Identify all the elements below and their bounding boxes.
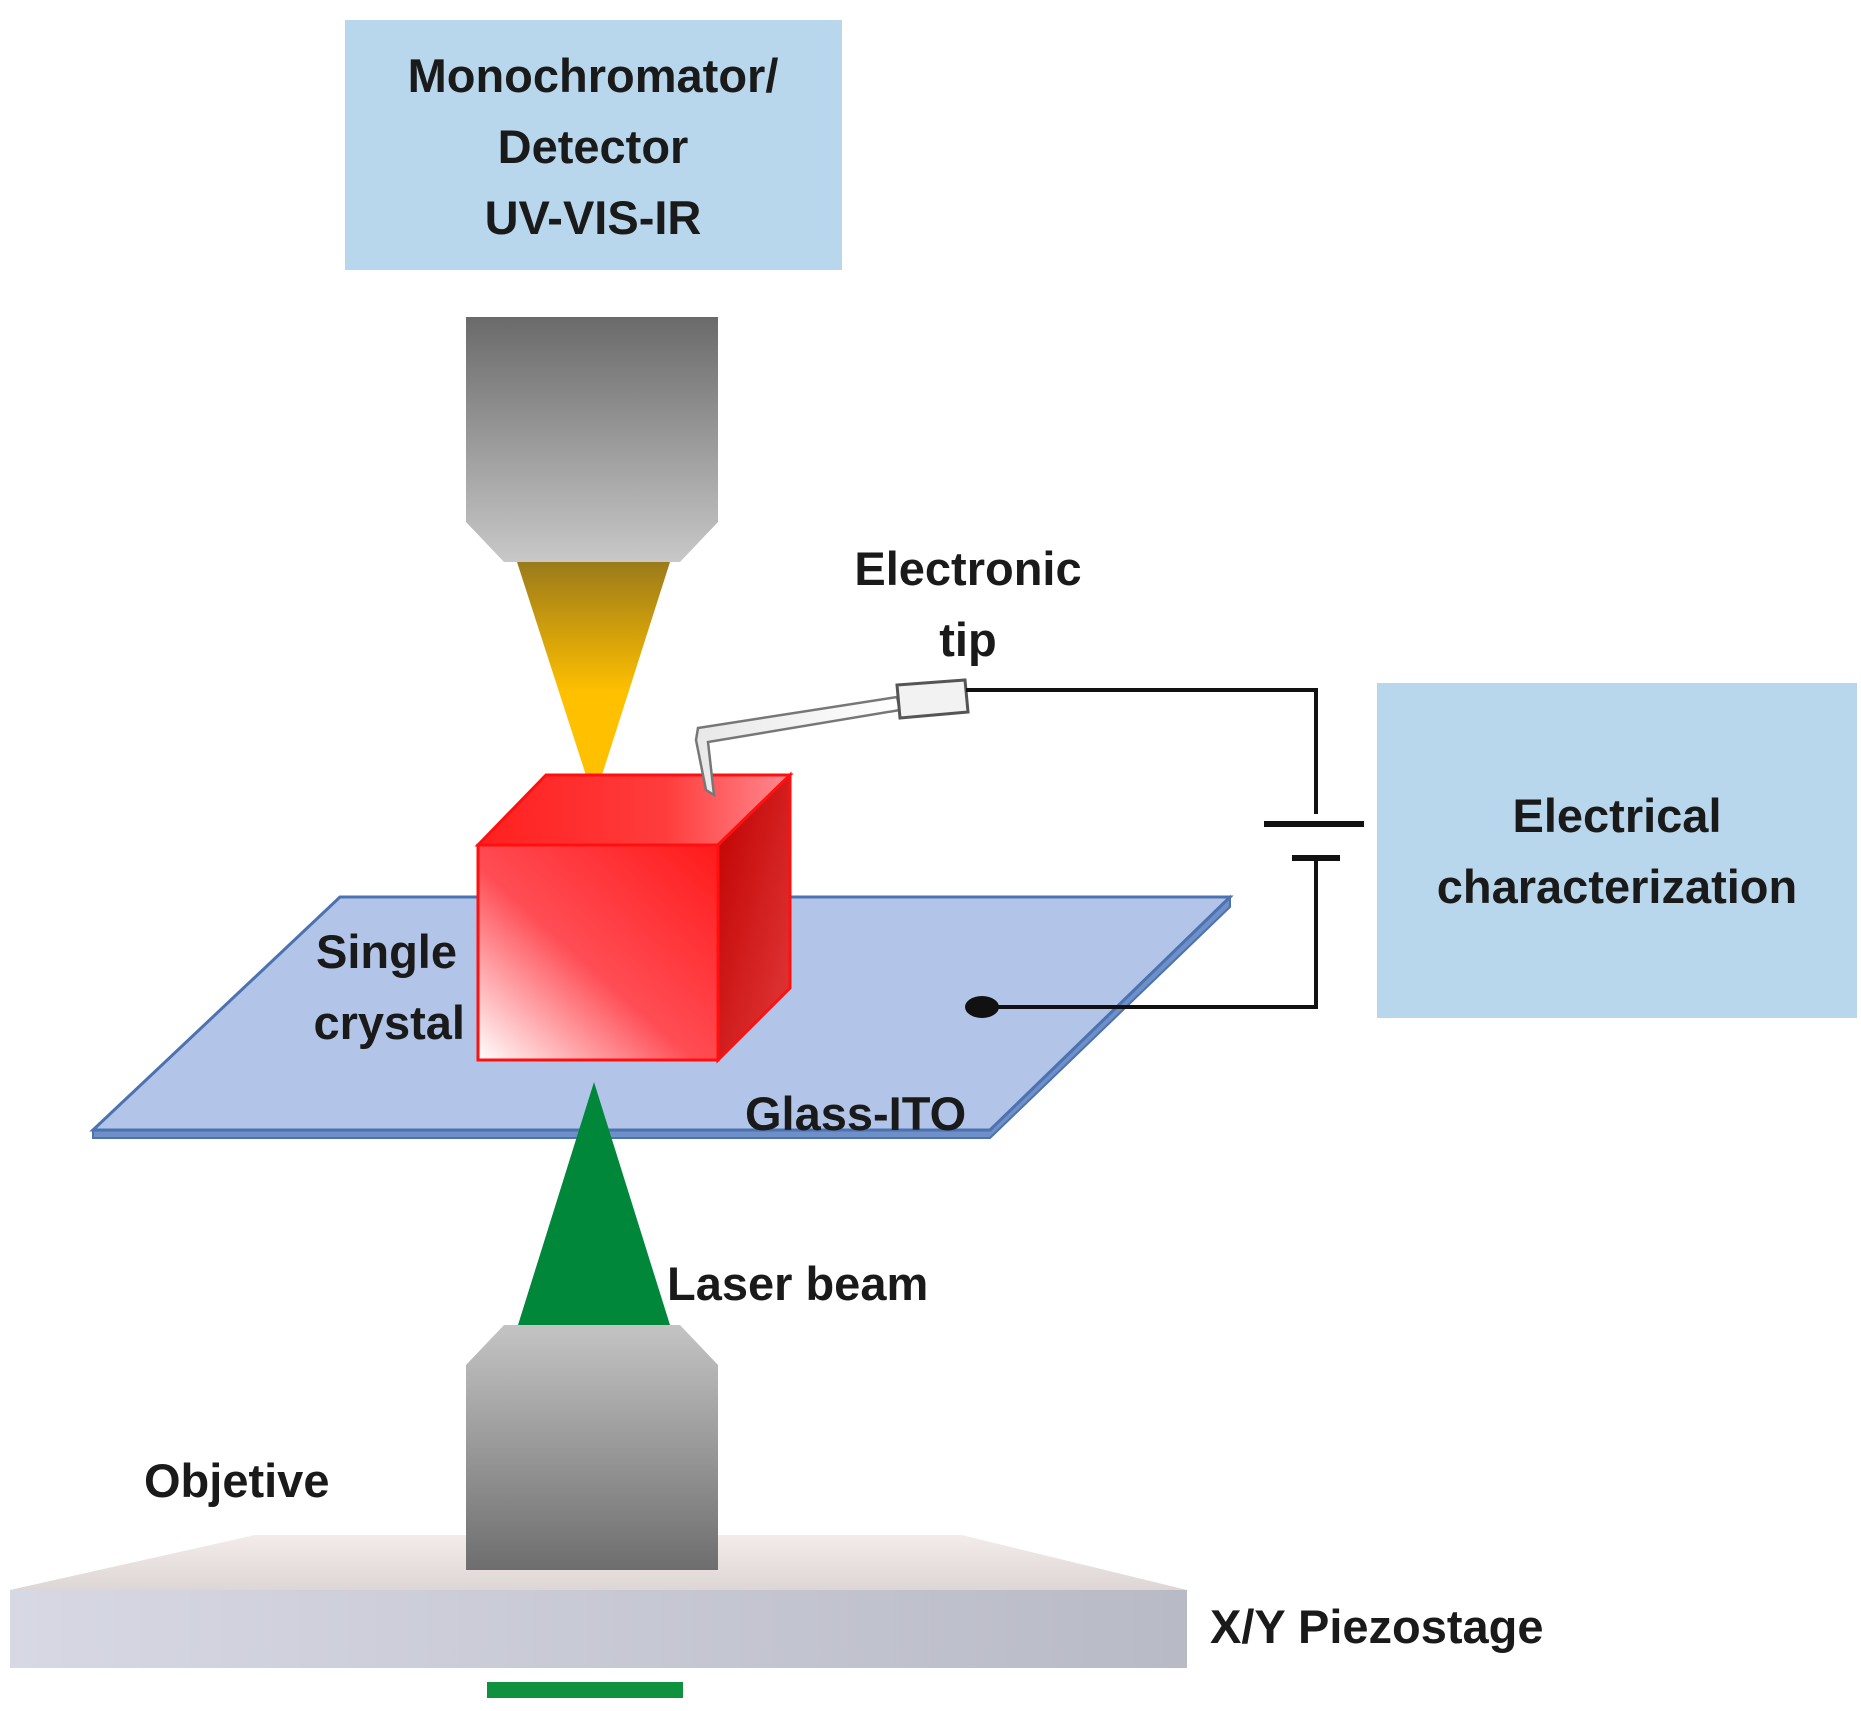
single-crystal-label-line1: Single	[316, 925, 457, 978]
laser-marker-bar	[487, 1682, 683, 1698]
electrical-characterization-box: Electrical characterization	[1377, 683, 1857, 1018]
electrical-label-line1: Electrical	[1512, 789, 1721, 842]
laser-beam-label: Laser beam	[667, 1257, 928, 1310]
substrate-contact-dot	[965, 996, 999, 1018]
lower-objective	[466, 1325, 718, 1570]
upper-objective	[466, 317, 718, 562]
monochromator-detector-box: Monochromator/ Detector UV-VIS-IR	[345, 20, 842, 270]
single-crystal-cube	[474, 771, 794, 1064]
laser-beam	[518, 1082, 670, 1325]
electronic-tip-label-line2: tip	[939, 613, 996, 666]
piezostage-label: X/Y Piezostage	[1210, 1600, 1544, 1653]
glass-ito-label: Glass-ITO	[745, 1087, 966, 1140]
single-crystal-label-line2: crystal	[313, 996, 465, 1049]
emission-cone	[517, 562, 670, 800]
circuit	[966, 688, 1364, 1009]
monochromator-label-line1: Monochromator/	[408, 49, 779, 102]
electronic-tip-probe	[694, 678, 970, 798]
objective-label: Objetive	[144, 1454, 329, 1507]
electronic-tip-label-line1: Electronic	[854, 542, 1081, 595]
electrical-label-line2: characterization	[1437, 860, 1797, 913]
monochromator-label-line2: Detector	[498, 120, 689, 173]
monochromator-label-line3: UV-VIS-IR	[485, 191, 702, 244]
